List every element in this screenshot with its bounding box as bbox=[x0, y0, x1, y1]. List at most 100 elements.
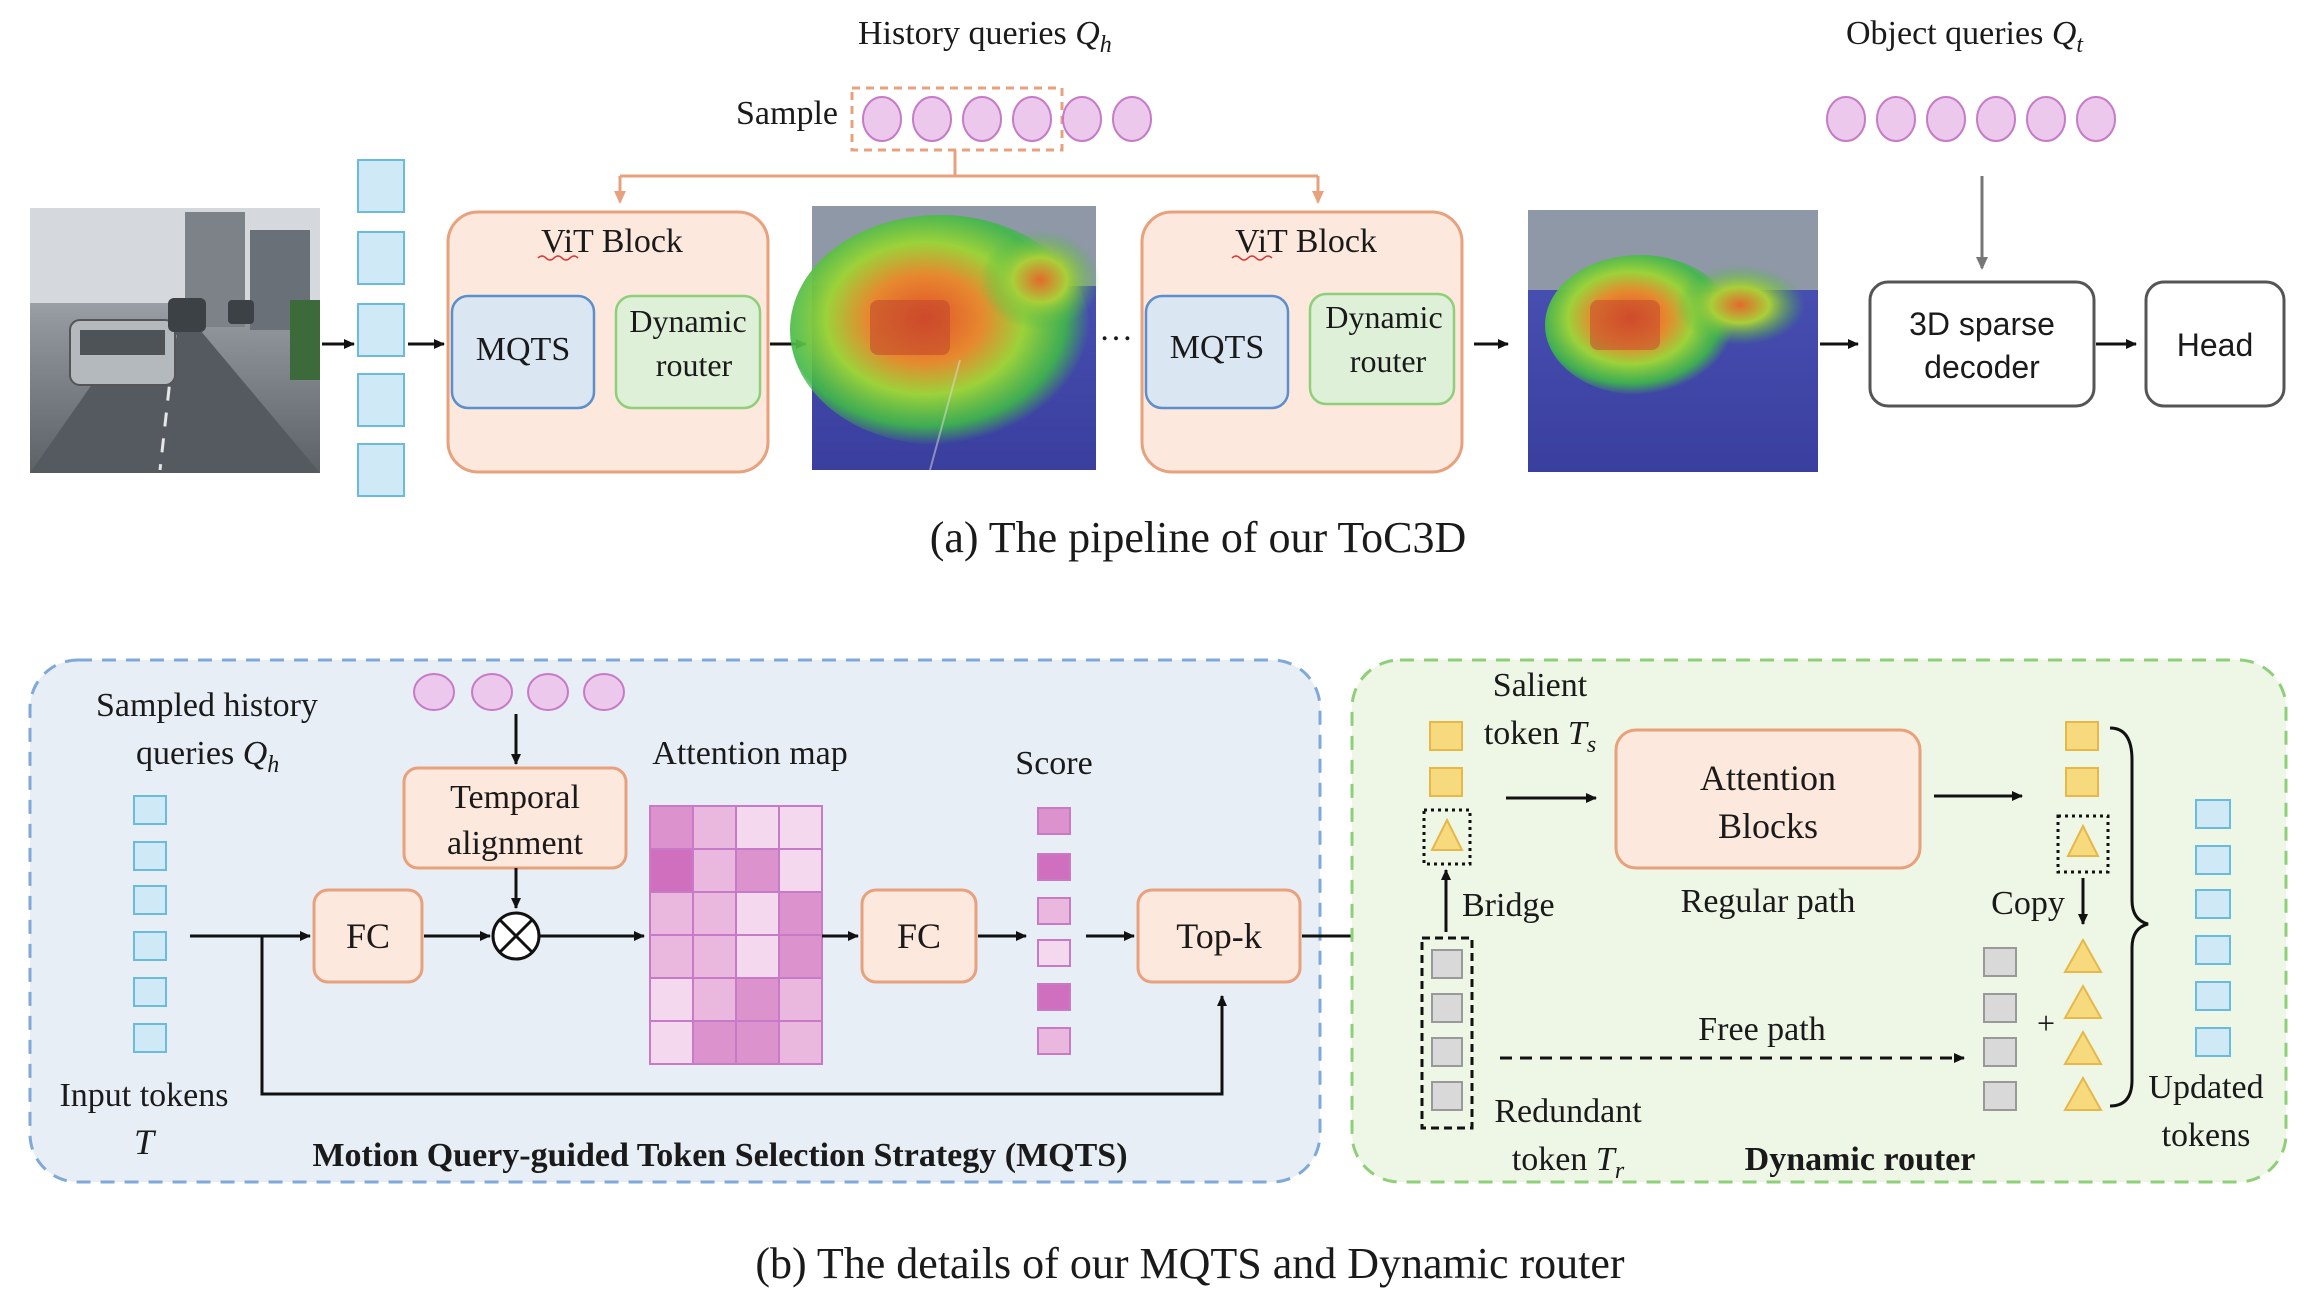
ellipsis-label: … bbox=[1099, 311, 1133, 348]
merge-brace bbox=[2109, 726, 2149, 1108]
score-label: Score bbox=[1015, 745, 1092, 782]
head-label: Head bbox=[2177, 327, 2254, 363]
attention-cell bbox=[778, 934, 823, 979]
regular-path-label: Regular path bbox=[1681, 883, 1856, 920]
redundant-tokens-in bbox=[1431, 949, 1463, 1111]
topk-label: Top-k bbox=[1176, 916, 1261, 956]
copied-bridge-tokens bbox=[2063, 937, 2103, 1111]
object-queries bbox=[1826, 96, 2116, 142]
score-column bbox=[1037, 807, 1071, 1055]
head-box bbox=[2144, 280, 2286, 408]
salient-label: Salient bbox=[1493, 667, 1588, 704]
router-title: Dynamic router bbox=[1745, 1141, 1976, 1178]
attention-cell bbox=[692, 891, 737, 936]
history-queries bbox=[862, 96, 1152, 142]
sparse-decoder-label-b: decoder bbox=[1924, 349, 2040, 385]
attention-cell bbox=[778, 1020, 823, 1065]
fc1-label: FC bbox=[346, 916, 390, 956]
dynamic-router-label-1b: router bbox=[656, 347, 733, 383]
sampled-history-label-a: Sampled history bbox=[96, 687, 318, 724]
processed-bridge-token bbox=[2066, 823, 2100, 857]
attention-heatmap-1 bbox=[790, 206, 1100, 471]
attention-cell bbox=[649, 1020, 694, 1065]
attention-cell bbox=[735, 1020, 780, 1065]
dynamic-router-box-1 bbox=[614, 294, 762, 410]
input-tokens-label: Input tokens bbox=[59, 1077, 228, 1114]
fc2-label: FC bbox=[897, 916, 941, 956]
dynamic-router-box-2 bbox=[1308, 292, 1456, 406]
sparse-decoder-label-a: 3D sparse bbox=[1909, 306, 2055, 342]
patch-tokens bbox=[357, 159, 405, 497]
mqts-label-2: MQTS bbox=[1170, 329, 1264, 366]
attention-cell bbox=[649, 848, 694, 893]
multiply-operator bbox=[491, 911, 541, 961]
attention-cell bbox=[692, 977, 737, 1022]
dynamic-router-label-2b: router bbox=[1350, 343, 1427, 379]
salient-token-label: token Ts bbox=[1484, 715, 1596, 758]
attention-map-grid bbox=[649, 805, 823, 1065]
input-tokens-symbol: T bbox=[134, 1122, 157, 1162]
redundant-tokens-out bbox=[1983, 947, 2017, 1111]
salient-tokens-in bbox=[1429, 721, 1463, 797]
attention-cell bbox=[649, 891, 694, 936]
sample-label: Sample bbox=[736, 95, 838, 132]
mqts-label-1: MQTS bbox=[476, 331, 570, 368]
vit-block-1-title: ViT Block bbox=[541, 223, 683, 260]
sampled-history-label-b: queries Qh bbox=[136, 735, 279, 778]
caption-a: (a) The pipeline of our ToC3D bbox=[930, 513, 1467, 562]
sampled-history-queries bbox=[413, 673, 625, 711]
spellcheck-squiggle-2 bbox=[1231, 255, 1273, 261]
attention-cell bbox=[692, 1020, 737, 1065]
attention-cell bbox=[778, 977, 823, 1022]
temporal-alignment-label-b: alignment bbox=[447, 825, 584, 862]
attention-cell bbox=[649, 977, 694, 1022]
plus-sign: + bbox=[2037, 1005, 2055, 1041]
skip-connection-to-topk bbox=[260, 936, 1227, 1096]
dynamic-router-label-2a: Dynamic bbox=[1325, 299, 1442, 335]
attention-cell bbox=[649, 805, 694, 850]
redundant-tokens-box bbox=[1420, 936, 1474, 1130]
object-queries-label: Object queries Qt bbox=[1846, 15, 2084, 58]
bridge-token-box bbox=[1422, 808, 1472, 866]
copy-label: Copy bbox=[1991, 885, 2065, 922]
score-cell bbox=[1037, 897, 1071, 925]
updated-tokens bbox=[2195, 799, 2231, 1057]
updated-tokens-label-a: Updated bbox=[2148, 1069, 2263, 1106]
vit-block-1: ViT Block MQTS Dynamic router bbox=[446, 210, 770, 474]
attention-cell bbox=[735, 805, 780, 850]
caption-b: (b) The details of our MQTS and Dynamic … bbox=[755, 1239, 1625, 1288]
input-image bbox=[30, 208, 320, 473]
fc2-box bbox=[860, 888, 978, 984]
attention-blocks-label-a: Attention bbox=[1700, 758, 1836, 798]
dynamic-router-label-1a: Dynamic bbox=[629, 303, 746, 339]
score-cell bbox=[1037, 1027, 1071, 1055]
temporal-alignment-label-a: Temporal bbox=[450, 779, 580, 816]
sparse-decoder-box bbox=[1868, 280, 2096, 408]
attention-blocks-label-b: Blocks bbox=[1718, 806, 1818, 846]
salient-tokens-out bbox=[2065, 721, 2099, 797]
attention-cell bbox=[735, 977, 780, 1022]
attention-cell bbox=[778, 891, 823, 936]
bridge-label: Bridge bbox=[1462, 887, 1555, 924]
mqts-box-1 bbox=[450, 294, 596, 410]
attention-cell bbox=[649, 934, 694, 979]
sample-branch-arrows bbox=[614, 150, 1324, 204]
score-cell bbox=[1037, 983, 1071, 1011]
score-cell bbox=[1037, 807, 1071, 835]
processed-bridge-box bbox=[2056, 814, 2110, 874]
redundant-token-label: token Tr bbox=[1512, 1141, 1625, 1184]
attention-cell bbox=[778, 805, 823, 850]
attention-cell bbox=[735, 934, 780, 979]
attention-cell bbox=[778, 848, 823, 893]
router-panel bbox=[1350, 658, 2288, 1184]
free-path-label: Free path bbox=[1698, 1011, 1825, 1048]
updated-tokens-label-b: tokens bbox=[2162, 1117, 2251, 1154]
vit-block-2-title: ViT Block bbox=[1235, 223, 1377, 260]
bridge-token bbox=[1430, 817, 1464, 851]
score-cell bbox=[1037, 853, 1071, 881]
attention-blocks-box bbox=[1614, 728, 1922, 870]
topk-box bbox=[1136, 888, 1302, 984]
history-queries-label: History queries Qh bbox=[858, 15, 1112, 58]
